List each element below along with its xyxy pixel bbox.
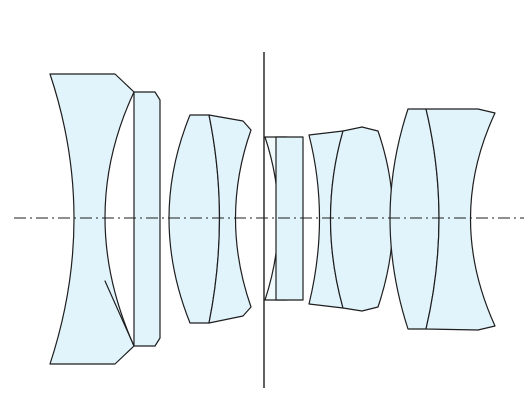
lens-element-1 bbox=[49, 73, 135, 365]
lens-element-9 bbox=[389, 108, 440, 330]
lens-element-10 bbox=[425, 108, 496, 331]
lens-element-2 bbox=[104, 91, 161, 347]
lens-element-3 bbox=[168, 114, 221, 324]
lens-element-4 bbox=[208, 114, 252, 324]
lens-element-8 bbox=[329, 126, 394, 312]
